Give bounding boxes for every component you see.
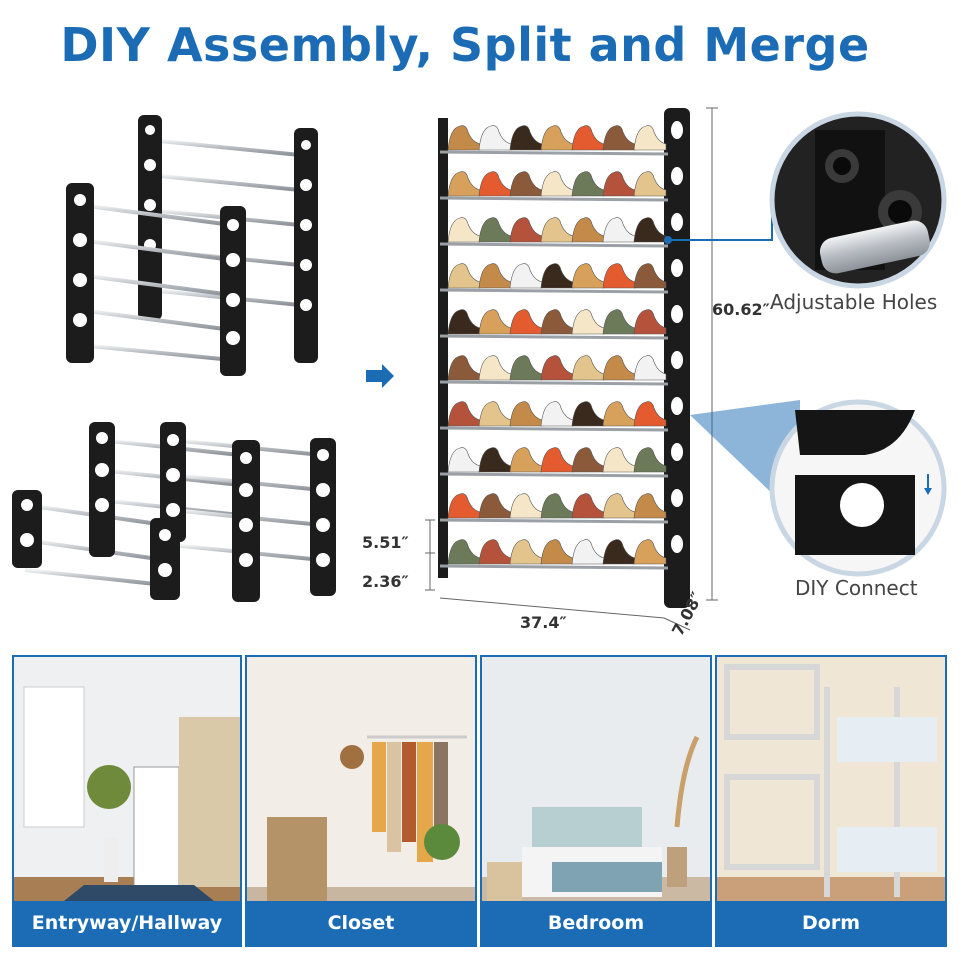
scene-label-dorm: Dorm	[717, 901, 945, 945]
diy-connect-label: DIY Connect	[795, 576, 918, 600]
width-dimension: 37.4″	[520, 613, 567, 632]
adjustable-holes-label: Adjustable Holes	[770, 290, 938, 314]
scene-bedroom: Bedroom	[480, 655, 712, 947]
assembled-shoe-rack	[438, 108, 690, 608]
page-title: DIY Assembly, Split and Merge	[60, 18, 870, 72]
scene-entryway: Entryway/Hallway	[12, 655, 242, 947]
scene-dorm: Dorm	[715, 655, 947, 947]
scene-closet: Closet	[245, 655, 477, 947]
scene-label-closet: Closet	[247, 901, 475, 945]
scene-label-bedroom: Bedroom	[482, 901, 710, 945]
tier-spacing-dimension: 5.51″	[362, 533, 409, 552]
arrow-right-icon	[366, 364, 394, 388]
rack-unit-small-set	[12, 422, 336, 602]
rack-unit-large-front	[66, 183, 246, 376]
height-dimension: 60.62″	[712, 300, 770, 319]
scene-label-entryway: Entryway/Hallway	[14, 901, 240, 945]
bottom-clearance-dimension: 2.36″	[362, 572, 409, 591]
split-rack-illustration	[12, 107, 718, 631]
